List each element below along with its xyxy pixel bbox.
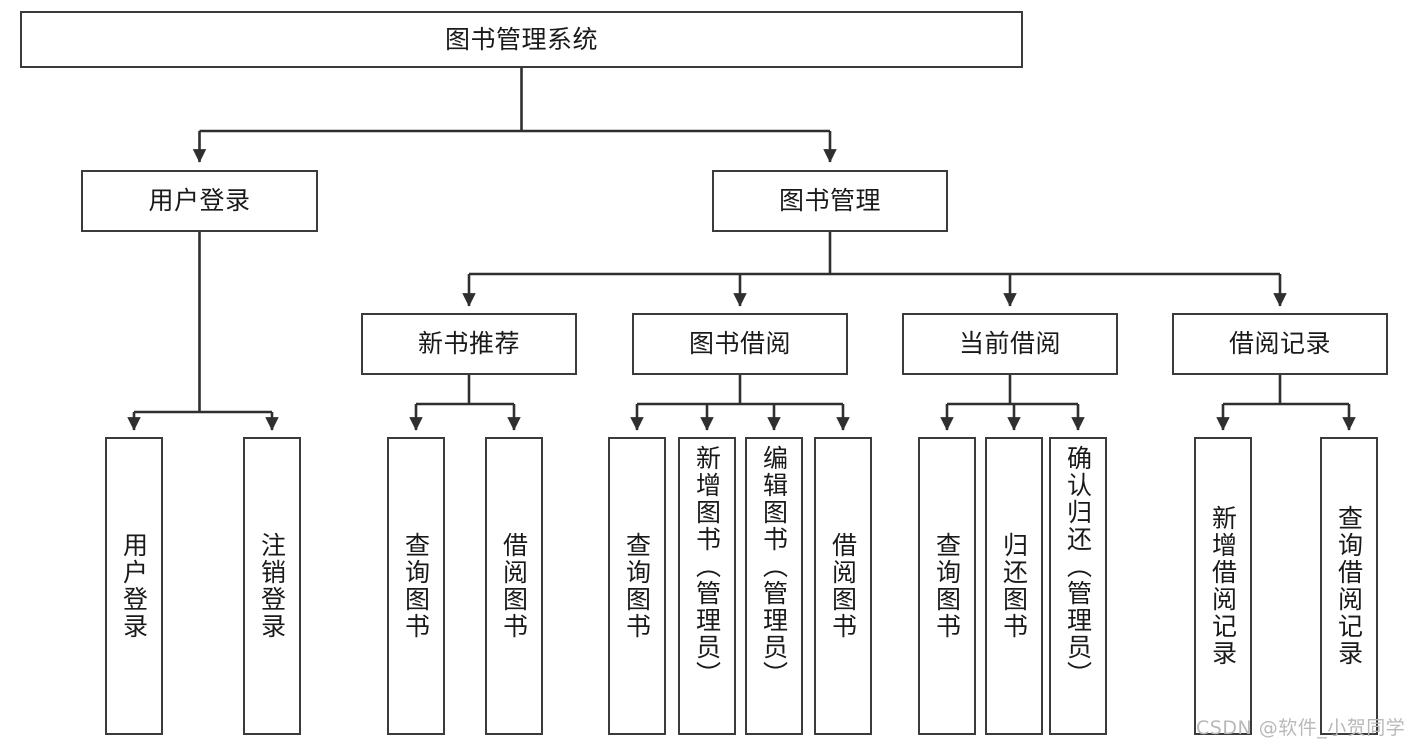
node-leaf-query-book-3[interactable]: 查询图书 bbox=[918, 437, 976, 735]
node-leaf-return-book-label: 归还图书 bbox=[999, 532, 1029, 640]
node-leaf-add-record-label: 新增借阅记录 bbox=[1208, 505, 1238, 667]
node-leaf-logout-label: 注销登录 bbox=[257, 532, 287, 640]
node-current-borrow-label: 当前借阅 bbox=[958, 329, 1061, 359]
node-leaf-confirm-return-label: 确认归还（管理员） bbox=[1063, 445, 1093, 688]
node-new-book-recommend[interactable]: 新书推荐 bbox=[361, 313, 577, 375]
node-borrow-record[interactable]: 借阅记录 bbox=[1172, 313, 1388, 375]
node-leaf-edit-book-label: 编辑图书（管理员） bbox=[759, 445, 789, 688]
node-root[interactable]: 图书管理系统 bbox=[20, 11, 1023, 68]
node-current-borrow[interactable]: 当前借阅 bbox=[902, 313, 1118, 375]
node-leaf-query-book-3-label: 查询图书 bbox=[932, 532, 962, 640]
node-new-book-recommend-label: 新书推荐 bbox=[417, 329, 520, 359]
node-leaf-borrow-book-1-label: 借阅图书 bbox=[499, 532, 529, 640]
node-user-login-label: 用户登录 bbox=[148, 186, 251, 216]
node-leaf-add-book-label: 新增图书（管理员） bbox=[692, 445, 722, 688]
node-user-login[interactable]: 用户登录 bbox=[81, 170, 318, 232]
node-leaf-borrow-book-2-label: 借阅图书 bbox=[828, 532, 858, 640]
node-book-borrow[interactable]: 图书借阅 bbox=[632, 313, 848, 375]
node-leaf-query-book-1-label: 查询图书 bbox=[401, 532, 431, 640]
node-leaf-confirm-return[interactable]: 确认归还（管理员） bbox=[1049, 437, 1107, 735]
node-leaf-add-record[interactable]: 新增借阅记录 bbox=[1194, 437, 1252, 735]
node-leaf-query-record[interactable]: 查询借阅记录 bbox=[1320, 437, 1378, 735]
node-book-borrow-label: 图书借阅 bbox=[688, 329, 791, 359]
node-leaf-query-book-2[interactable]: 查询图书 bbox=[608, 437, 666, 735]
node-root-label: 图书管理系统 bbox=[444, 24, 598, 54]
node-leaf-query-book-2-label: 查询图书 bbox=[622, 532, 652, 640]
node-leaf-query-book-1[interactable]: 查询图书 bbox=[387, 437, 445, 735]
node-leaf-borrow-book-1[interactable]: 借阅图书 bbox=[485, 437, 543, 735]
node-leaf-query-record-label: 查询借阅记录 bbox=[1334, 505, 1364, 667]
node-book-manage[interactable]: 图书管理 bbox=[712, 170, 948, 232]
csdn-watermark: CSDN @软件_小贺同学 bbox=[1196, 717, 1405, 739]
node-leaf-return-book[interactable]: 归还图书 bbox=[985, 437, 1043, 735]
node-borrow-record-label: 借阅记录 bbox=[1228, 329, 1331, 359]
node-leaf-borrow-book-2[interactable]: 借阅图书 bbox=[814, 437, 872, 735]
node-leaf-edit-book[interactable]: 编辑图书（管理员） bbox=[745, 437, 803, 735]
node-leaf-user-login[interactable]: 用户登录 bbox=[105, 437, 163, 735]
node-book-manage-label: 图书管理 bbox=[778, 186, 881, 216]
node-leaf-logout[interactable]: 注销登录 bbox=[243, 437, 301, 735]
node-leaf-user-login-label: 用户登录 bbox=[119, 532, 149, 640]
node-leaf-add-book[interactable]: 新增图书（管理员） bbox=[678, 437, 736, 735]
